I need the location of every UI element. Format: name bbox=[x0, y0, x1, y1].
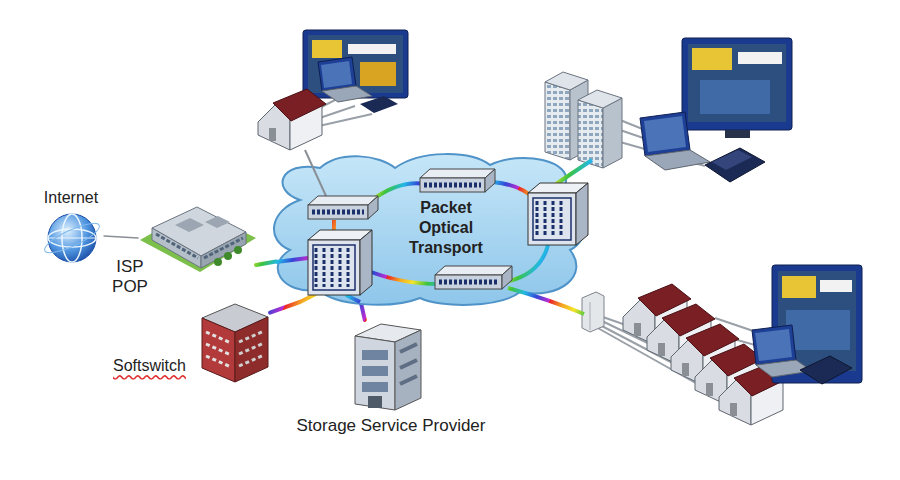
node-label: Storage Service Provider bbox=[282, 416, 500, 436]
transport-cloud: Packet Optical Transport bbox=[276, 152, 590, 302]
network-link bbox=[270, 302, 300, 313]
softswitch-building: Softswitch bbox=[110, 300, 270, 384]
isp-pop-building: ISP POP bbox=[138, 205, 256, 280]
network-link bbox=[256, 262, 276, 266]
network-link bbox=[104, 236, 138, 238]
storage-provider-building: Storage Service Provider bbox=[282, 320, 500, 440]
node-label: Softswitch bbox=[113, 356, 205, 376]
isp-building bbox=[138, 205, 256, 280]
node-label: ISP POP bbox=[108, 257, 152, 297]
node-label: Packet Optical Transport bbox=[396, 198, 496, 258]
internet-globe: Internet bbox=[38, 188, 104, 264]
node-label: Internet bbox=[38, 188, 104, 208]
